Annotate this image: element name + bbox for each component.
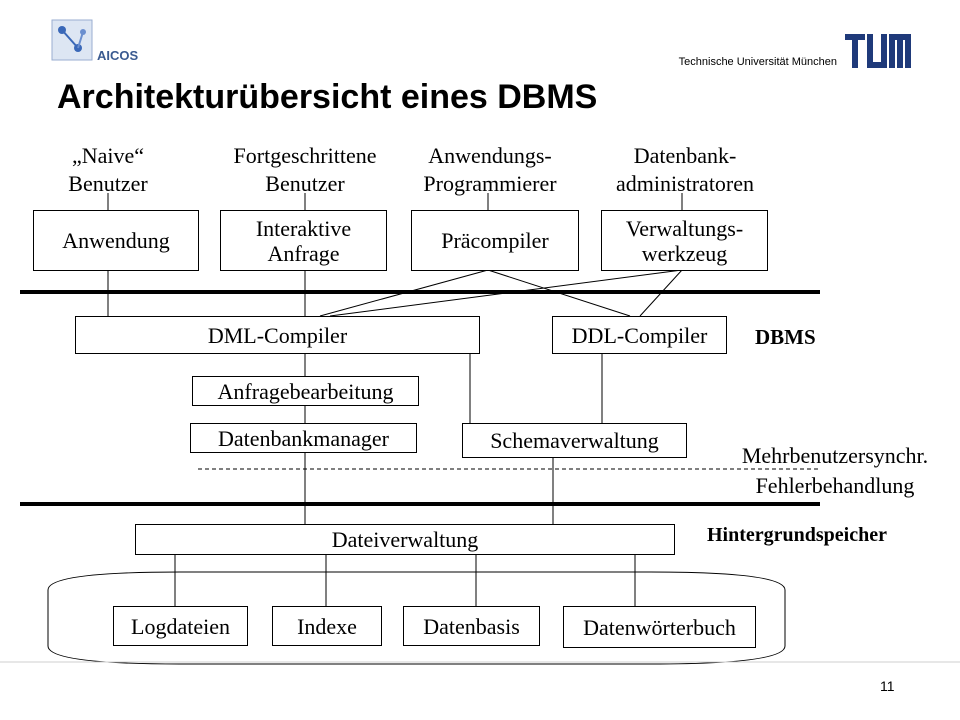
hintergrundspeicher-label: Hintergrundspeicher xyxy=(707,524,887,546)
dateiverwaltung: Dateiverwaltung xyxy=(135,524,675,555)
user-group-fortgeschritten: Fortgeschrittene Benutzer xyxy=(233,143,377,196)
tool-verwaltungswerkzeug: Verwaltungs- werkzeug xyxy=(601,210,768,271)
ddl-compiler: DDL-Compiler xyxy=(552,316,727,354)
datenbankmanager: Datenbankmanager xyxy=(190,423,417,453)
mehrbenutzer-label: Mehrbenutzersynchr. Fehlerbehandlung xyxy=(741,443,929,498)
storage-indexe: Indexe xyxy=(272,606,382,646)
storage-datenbasis: Datenbasis xyxy=(403,606,540,646)
aicos-logo-text: AICOS xyxy=(97,48,139,63)
page-title: Architekturübersicht eines DBMS xyxy=(57,78,598,116)
user-group-administratoren: Datenbank- administratoren xyxy=(615,143,755,196)
tum-logo-icon xyxy=(845,34,911,68)
aicos-logo-icon xyxy=(51,19,93,61)
anfragebearbeitung: Anfragebearbeitung xyxy=(192,376,419,406)
page-number: 11 xyxy=(880,678,895,694)
storage-datenwoerterbuch: Datenwörterbuch xyxy=(563,606,756,648)
schemaverwaltung: Schemaverwaltung xyxy=(462,423,687,458)
storage-logdateien: Logdateien xyxy=(113,606,248,646)
tool-anwendung: Anwendung xyxy=(33,210,199,271)
tool-interaktive-anfrage: Interaktive Anfrage xyxy=(220,210,387,271)
user-group-naive: „Naive“ Benutzer xyxy=(68,143,148,196)
dbms-label: DBMS xyxy=(755,325,816,349)
user-group-programmierer: Anwendungs- Programmierer xyxy=(423,143,557,196)
dml-compiler: DML-Compiler xyxy=(75,316,480,354)
aicos-logo: AICOS xyxy=(50,18,160,72)
university-name: Technische Universität München xyxy=(678,56,837,68)
tum-logo xyxy=(845,34,911,70)
tool-praecompiler: Präcompiler xyxy=(411,210,579,271)
